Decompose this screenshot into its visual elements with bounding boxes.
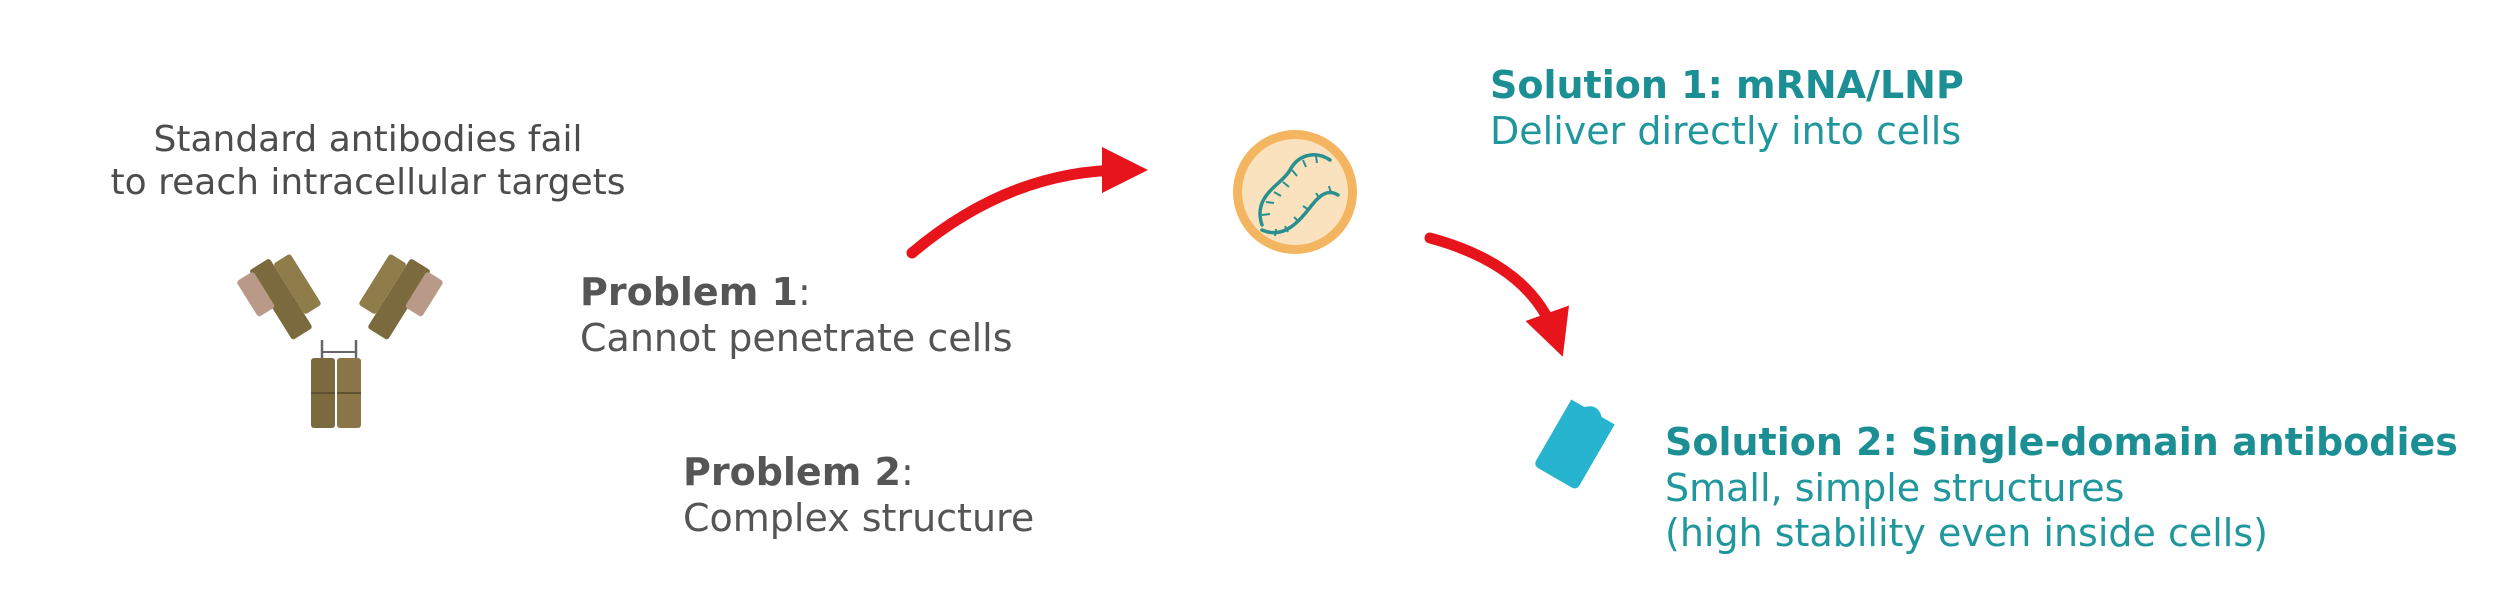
problem-2-text: Complex structure <box>683 495 1035 540</box>
intro-line-1: Standard antibodies fail <box>153 119 583 160</box>
problem-1-heading: Problem 1 <box>580 270 798 314</box>
solution-2: Solution 2: Single-domain antibodies Sma… <box>1665 420 2458 557</box>
nanobody-icon <box>1535 399 1615 489</box>
solution-2-text-line-2: (high stability even inside cells) <box>1665 511 2268 556</box>
solution-2-heading: Solution 2: Single-domain antibodies <box>1665 420 2458 464</box>
problem-1: Problem 1: Cannot penetrate cells <box>580 270 1013 361</box>
lnp-particle-icon <box>1233 130 1357 254</box>
solution-1-text: Deliver directly into cells <box>1490 108 1962 153</box>
problem-1-colon: : <box>797 270 811 314</box>
arrow-problem-to-solution1 <box>906 146 1149 259</box>
problem-1-text: Cannot penetrate cells <box>580 315 1013 360</box>
intro-text: Standard antibodies fail to reach intrac… <box>48 118 688 204</box>
antibody-icon <box>237 254 443 428</box>
solution-1: Solution 1: mRNA/LNP Deliver directly in… <box>1490 63 1964 154</box>
problem-2-colon: : <box>900 450 914 494</box>
solution-1-heading: Solution 1: mRNA/LNP <box>1490 63 1964 107</box>
solution-2-text-line-1: Small, simple structures <box>1665 465 2125 510</box>
problem-2: Problem 2: Complex structure <box>683 450 1034 541</box>
problem-2-heading: Problem 2 <box>683 450 901 494</box>
intro-line-2: to reach intracellular targets <box>110 162 626 204</box>
arrow-solution1-to-solution2 <box>1424 232 1569 357</box>
